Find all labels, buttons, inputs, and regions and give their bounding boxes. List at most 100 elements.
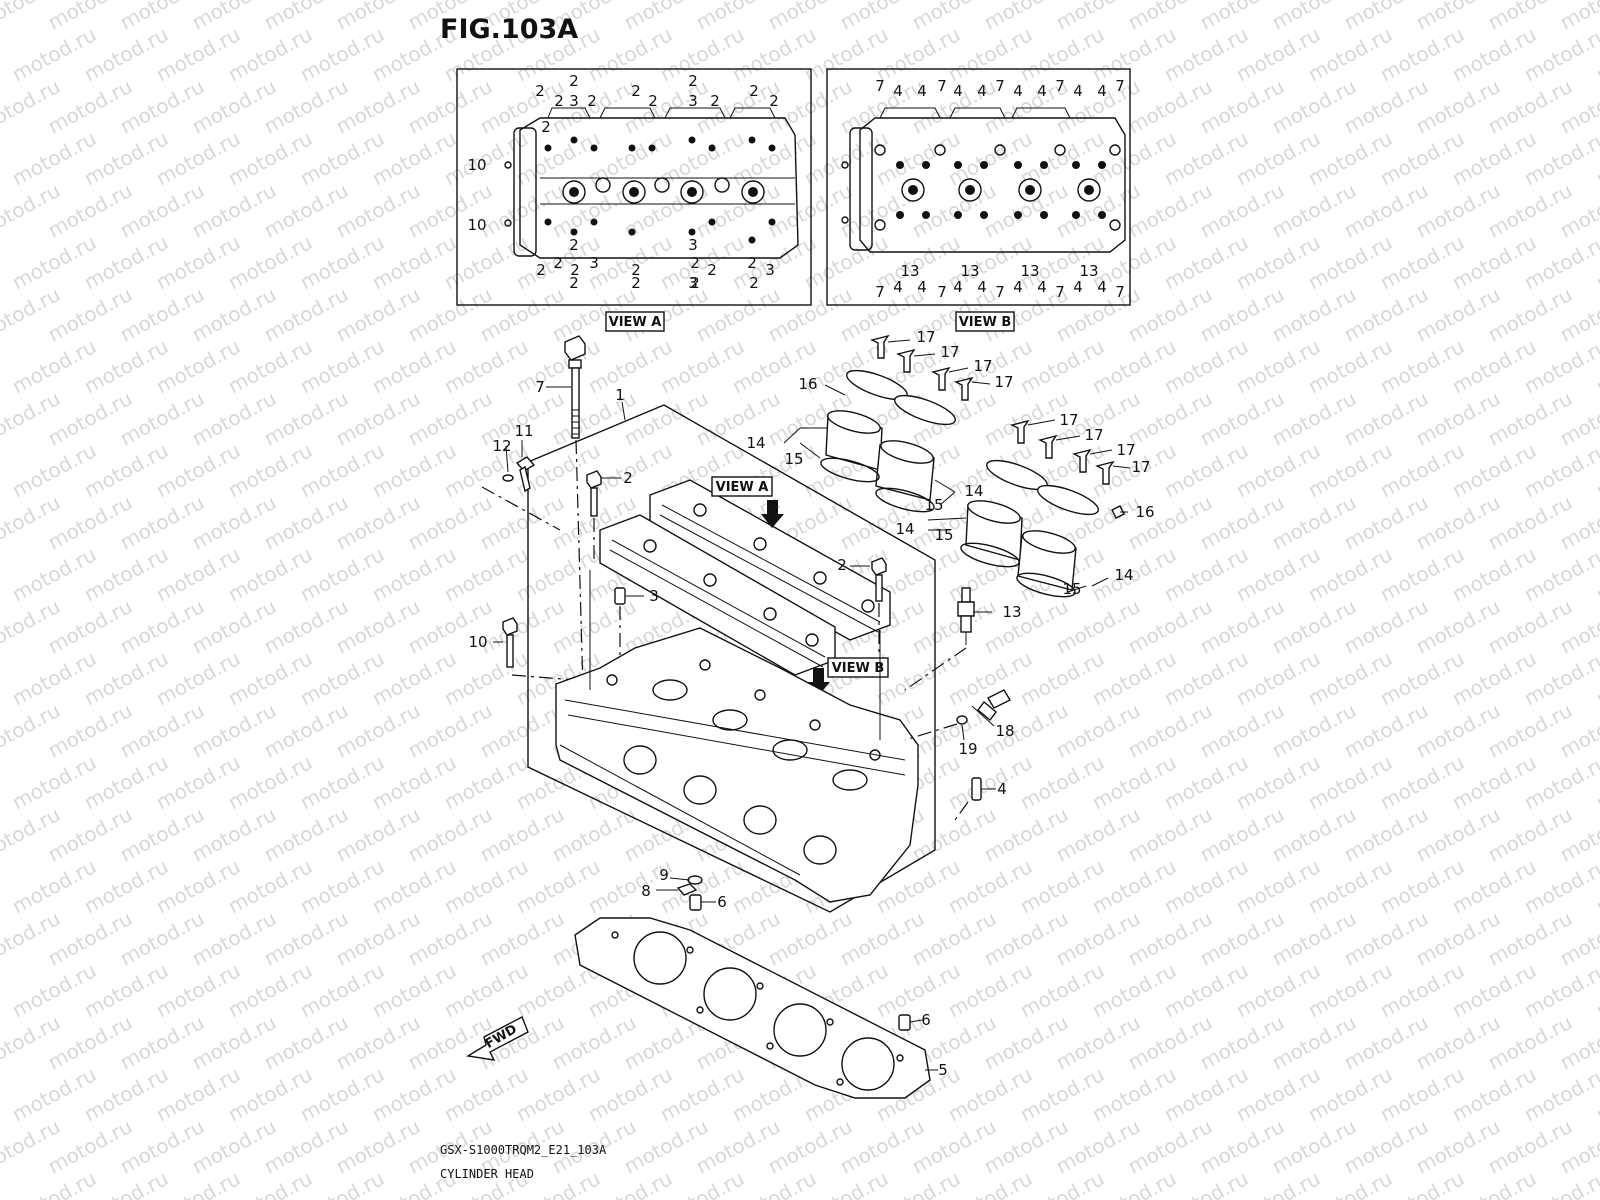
view-a-pointer-text: VIEW A <box>716 480 769 495</box>
view-b-callout-21: 4 <box>1037 278 1047 296</box>
view-a-pointer: VIEW A <box>711 476 784 528</box>
callout-32: 17 <box>1131 458 1150 476</box>
callout-28: 17 <box>994 373 1013 391</box>
view-b-callout-18: 4 <box>977 278 987 296</box>
callout-33: 18 <box>995 722 1014 740</box>
callout-7: 6 <box>921 1011 931 1029</box>
callout-24: 16 <box>1135 503 1154 521</box>
view-b-callout-23: 4 <box>1073 278 1083 296</box>
view-a-callout-7: 2 <box>688 72 698 90</box>
view-a-callout-13: 10 <box>467 156 486 174</box>
view-a-callout-22: 2 <box>747 254 757 272</box>
view-a-callout-20: 2 <box>690 254 700 272</box>
view-a-callout-10: 2 <box>749 82 759 100</box>
view-a-callout-5: 2 <box>631 82 641 100</box>
view-a-callout-17: 2 <box>570 261 580 279</box>
bolt-2-right <box>871 557 887 652</box>
callout-15: 14 <box>746 434 765 452</box>
view-a-callout-28: 2 <box>569 236 579 254</box>
callout-27: 17 <box>973 357 992 375</box>
view-b-inset <box>826 68 1131 306</box>
callout-29: 17 <box>1059 411 1078 429</box>
view-a-callout-6: 2 <box>648 92 658 110</box>
view-b-tag: VIEW B <box>955 311 1015 332</box>
view-a-callout-4: 2 <box>587 92 597 110</box>
figure-caption: CYLINDER HEAD <box>440 1167 534 1181</box>
view-b-callout-8: 4 <box>1037 82 1047 100</box>
view-b-callout-4: 4 <box>953 82 963 100</box>
view-a-callout-25: 2 <box>690 274 700 292</box>
view-b-callout-0: 7 <box>875 77 885 95</box>
main-assembly: VIEW A VIEW B <box>466 335 1011 1099</box>
view-b-callout-16: 7 <box>937 283 947 301</box>
model-code: GSX-S1000TRQM2_E21_103A <box>440 1143 607 1157</box>
intake-pipe-set-left <box>820 334 974 513</box>
callout-10: 9 <box>659 866 669 884</box>
view-a-callout-14: 10 <box>467 216 486 234</box>
view-a-callout-19: 2 <box>631 261 641 279</box>
view-b-callout-13: 7 <box>875 283 885 301</box>
spark-plug-13 <box>904 587 975 691</box>
plug-4 <box>954 777 982 821</box>
dowel-6-upper <box>689 894 702 911</box>
view-a-callout-3: 3 <box>569 92 579 110</box>
callout-8: 7 <box>535 378 545 396</box>
view-a-callout-27: 2 <box>569 274 579 292</box>
callout-0: 1 <box>615 386 625 404</box>
view-b-callout-19: 7 <box>995 283 1005 301</box>
view-b-callout-2: 4 <box>917 82 927 100</box>
view-b-callout-7: 4 <box>1013 82 1023 100</box>
callout-20: 15 <box>924 496 943 514</box>
view-b-pointer-text: VIEW B <box>832 661 885 676</box>
view-a-callout-29: 3 <box>688 236 698 254</box>
view-b-callout-12: 7 <box>1115 77 1125 95</box>
view-a-callout-16: 2 <box>553 254 563 272</box>
view-a-callout-21: 2 <box>707 261 717 279</box>
view-b-callout-24: 4 <box>1097 278 1107 296</box>
view-a-callout-30: 3 <box>688 274 698 292</box>
callout-5: 5 <box>938 1061 948 1079</box>
view-b-callout-11: 4 <box>1097 82 1107 100</box>
view-b-callout-22: 7 <box>1055 283 1065 301</box>
view-a-callout-23: 3 <box>765 261 775 279</box>
view-a-callout-24: 2 <box>749 274 759 292</box>
figure-title: FIG.103A <box>440 14 579 45</box>
bolt-2-upper <box>586 470 602 560</box>
callout-16: 14 <box>964 482 983 500</box>
view-a-callout-0: 2 <box>535 82 545 100</box>
intake-pipe-set-right <box>960 419 1125 598</box>
view-a-inset <box>456 68 812 306</box>
view-a-callout-11: 2 <box>769 92 779 110</box>
view-b-callout-17: 4 <box>953 278 963 296</box>
view-a-bolt-holes <box>504 136 776 244</box>
callout-11: 10 <box>468 633 487 651</box>
callout-22: 15 <box>1062 580 1081 598</box>
view-b-callout-25: 7 <box>1115 283 1125 301</box>
callout-1: 2 <box>623 469 633 487</box>
callout-14: 13 <box>1002 603 1021 621</box>
fwd-arrow-text: FWD <box>483 1022 520 1052</box>
view-a-callout-15: 2 <box>536 261 546 279</box>
view-a-callout-18: 3 <box>589 254 599 272</box>
dowel-6-lower <box>898 1014 911 1031</box>
view-b-callout-3: 7 <box>937 77 947 95</box>
view-b-callout-10: 4 <box>1073 82 1083 100</box>
fitting-11 <box>481 456 561 531</box>
callout-23: 16 <box>798 375 817 393</box>
view-b-tag-text: VIEW B <box>959 315 1012 330</box>
cylinder-head-ports <box>606 659 881 865</box>
view-b-callout-29: 13 <box>1079 262 1098 280</box>
bolt-10 <box>502 617 576 681</box>
view-a-callout-12: 2 <box>541 118 551 136</box>
view-b-callout-5: 4 <box>977 82 987 100</box>
callout-31: 17 <box>1116 441 1135 459</box>
view-b-callout-1: 4 <box>893 82 903 100</box>
view-b-callout-27: 13 <box>960 262 979 280</box>
callout-18: 14 <box>1114 566 1133 584</box>
callout-34: 19 <box>958 740 977 758</box>
view-b-callout-6: 7 <box>995 77 1005 95</box>
callout-25: 17 <box>916 328 935 346</box>
callout-12: 11 <box>514 422 533 440</box>
